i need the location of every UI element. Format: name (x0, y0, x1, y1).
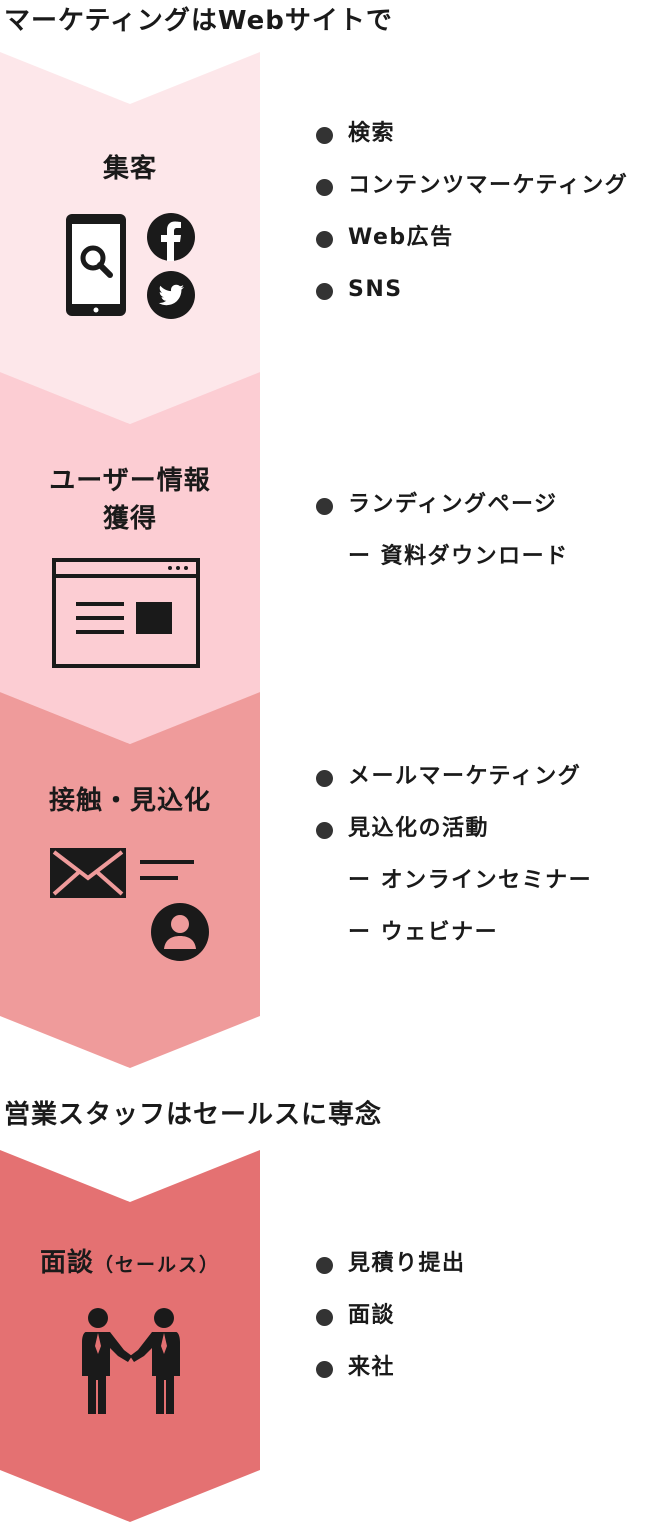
user-icon (151, 903, 209, 961)
list-item: ー オンラインセミナー (314, 866, 592, 918)
list-item-text: ー オンラインセミナー (348, 868, 593, 893)
stage1-title: 集客 (102, 154, 157, 184)
list-item-text: 見積り提出 (348, 1251, 466, 1276)
bullet-icon (314, 762, 348, 792)
handshake-icon (82, 1308, 180, 1414)
list-item-text: コンテンツマーケティング (348, 173, 629, 198)
stage2-title-line1: ユーザー情報 (49, 466, 211, 496)
list-item-text: 来社 (348, 1355, 396, 1380)
list-item: SNS (314, 275, 628, 327)
list-item-text: 検索 (348, 121, 396, 146)
stage2-title-line2: 獲得 (102, 504, 157, 534)
stage4-chevron (0, 1150, 260, 1522)
bullet-icon (314, 814, 348, 844)
stage3-title: 接触・見込化 (48, 786, 211, 816)
list-item: ー ウェビナー (314, 918, 592, 970)
bullet-icon (314, 1249, 348, 1279)
stage4-title: 面談（セールス） (0, 1244, 260, 1284)
envelope-icon (50, 848, 126, 898)
stage4-title-main: 面談 (39, 1248, 94, 1278)
smartphone-search-icon (66, 214, 126, 316)
facebook-icon (147, 213, 195, 261)
twitter-icon (147, 271, 195, 319)
list-item-text: 面談 (348, 1303, 396, 1328)
list-item: メールマーケティング (314, 762, 592, 814)
bullet-icon (314, 171, 348, 201)
bullet-icon (314, 275, 348, 305)
list-item: ランディングページ (314, 490, 569, 542)
marketing-heading: マーケティングはWebサイトで (4, 6, 393, 36)
stage4-points: 見積り提出 面談 来社 (314, 1249, 466, 1405)
list-item-text: ランディングページ (348, 492, 558, 517)
list-item: 見込化の活動 (314, 814, 592, 866)
list-item: コンテンツマーケティング (314, 171, 628, 223)
list-item-text: ー ウェビナー (348, 920, 499, 945)
bullet-icon (314, 119, 348, 149)
stage3-points: メールマーケティング 見込化の活動 ー オンラインセミナー ー ウェビナー (314, 762, 592, 970)
list-item: 来社 (314, 1353, 466, 1405)
stage2-title: ユーザー情報 獲得 (0, 462, 260, 538)
list-item: 見積り提出 (314, 1249, 466, 1301)
list-item: ー 資料ダウンロード (314, 542, 569, 594)
stage4-title-suffix: （セールス） (94, 1254, 221, 1276)
list-item: Web広告 (314, 223, 628, 275)
stage1-chevron (0, 52, 260, 424)
bullet-icon (314, 490, 348, 520)
sales-heading: 営業スタッフはセールスに専念 (4, 1100, 383, 1130)
list-item-text: メールマーケティング (348, 764, 582, 789)
stage1-points: 検索 コンテンツマーケティング Web広告 SNS (314, 119, 628, 327)
list-item: 面談 (314, 1301, 466, 1353)
bullet-icon (314, 223, 348, 253)
stage2-points: ランディングページ ー 資料ダウンロード (314, 490, 569, 594)
stage3-chevron (0, 692, 260, 1068)
bullet-icon (314, 1353, 348, 1383)
list-item-text: Web広告 (348, 225, 454, 250)
list-item-text: 見込化の活動 (348, 816, 490, 841)
text-lines-icon (140, 860, 194, 880)
bullet-icon (314, 1301, 348, 1331)
list-item-text: ー 資料ダウンロード (348, 544, 569, 569)
list-item: 検索 (314, 119, 628, 171)
landing-page-icon (52, 558, 200, 668)
list-item-text: SNS (348, 277, 403, 302)
